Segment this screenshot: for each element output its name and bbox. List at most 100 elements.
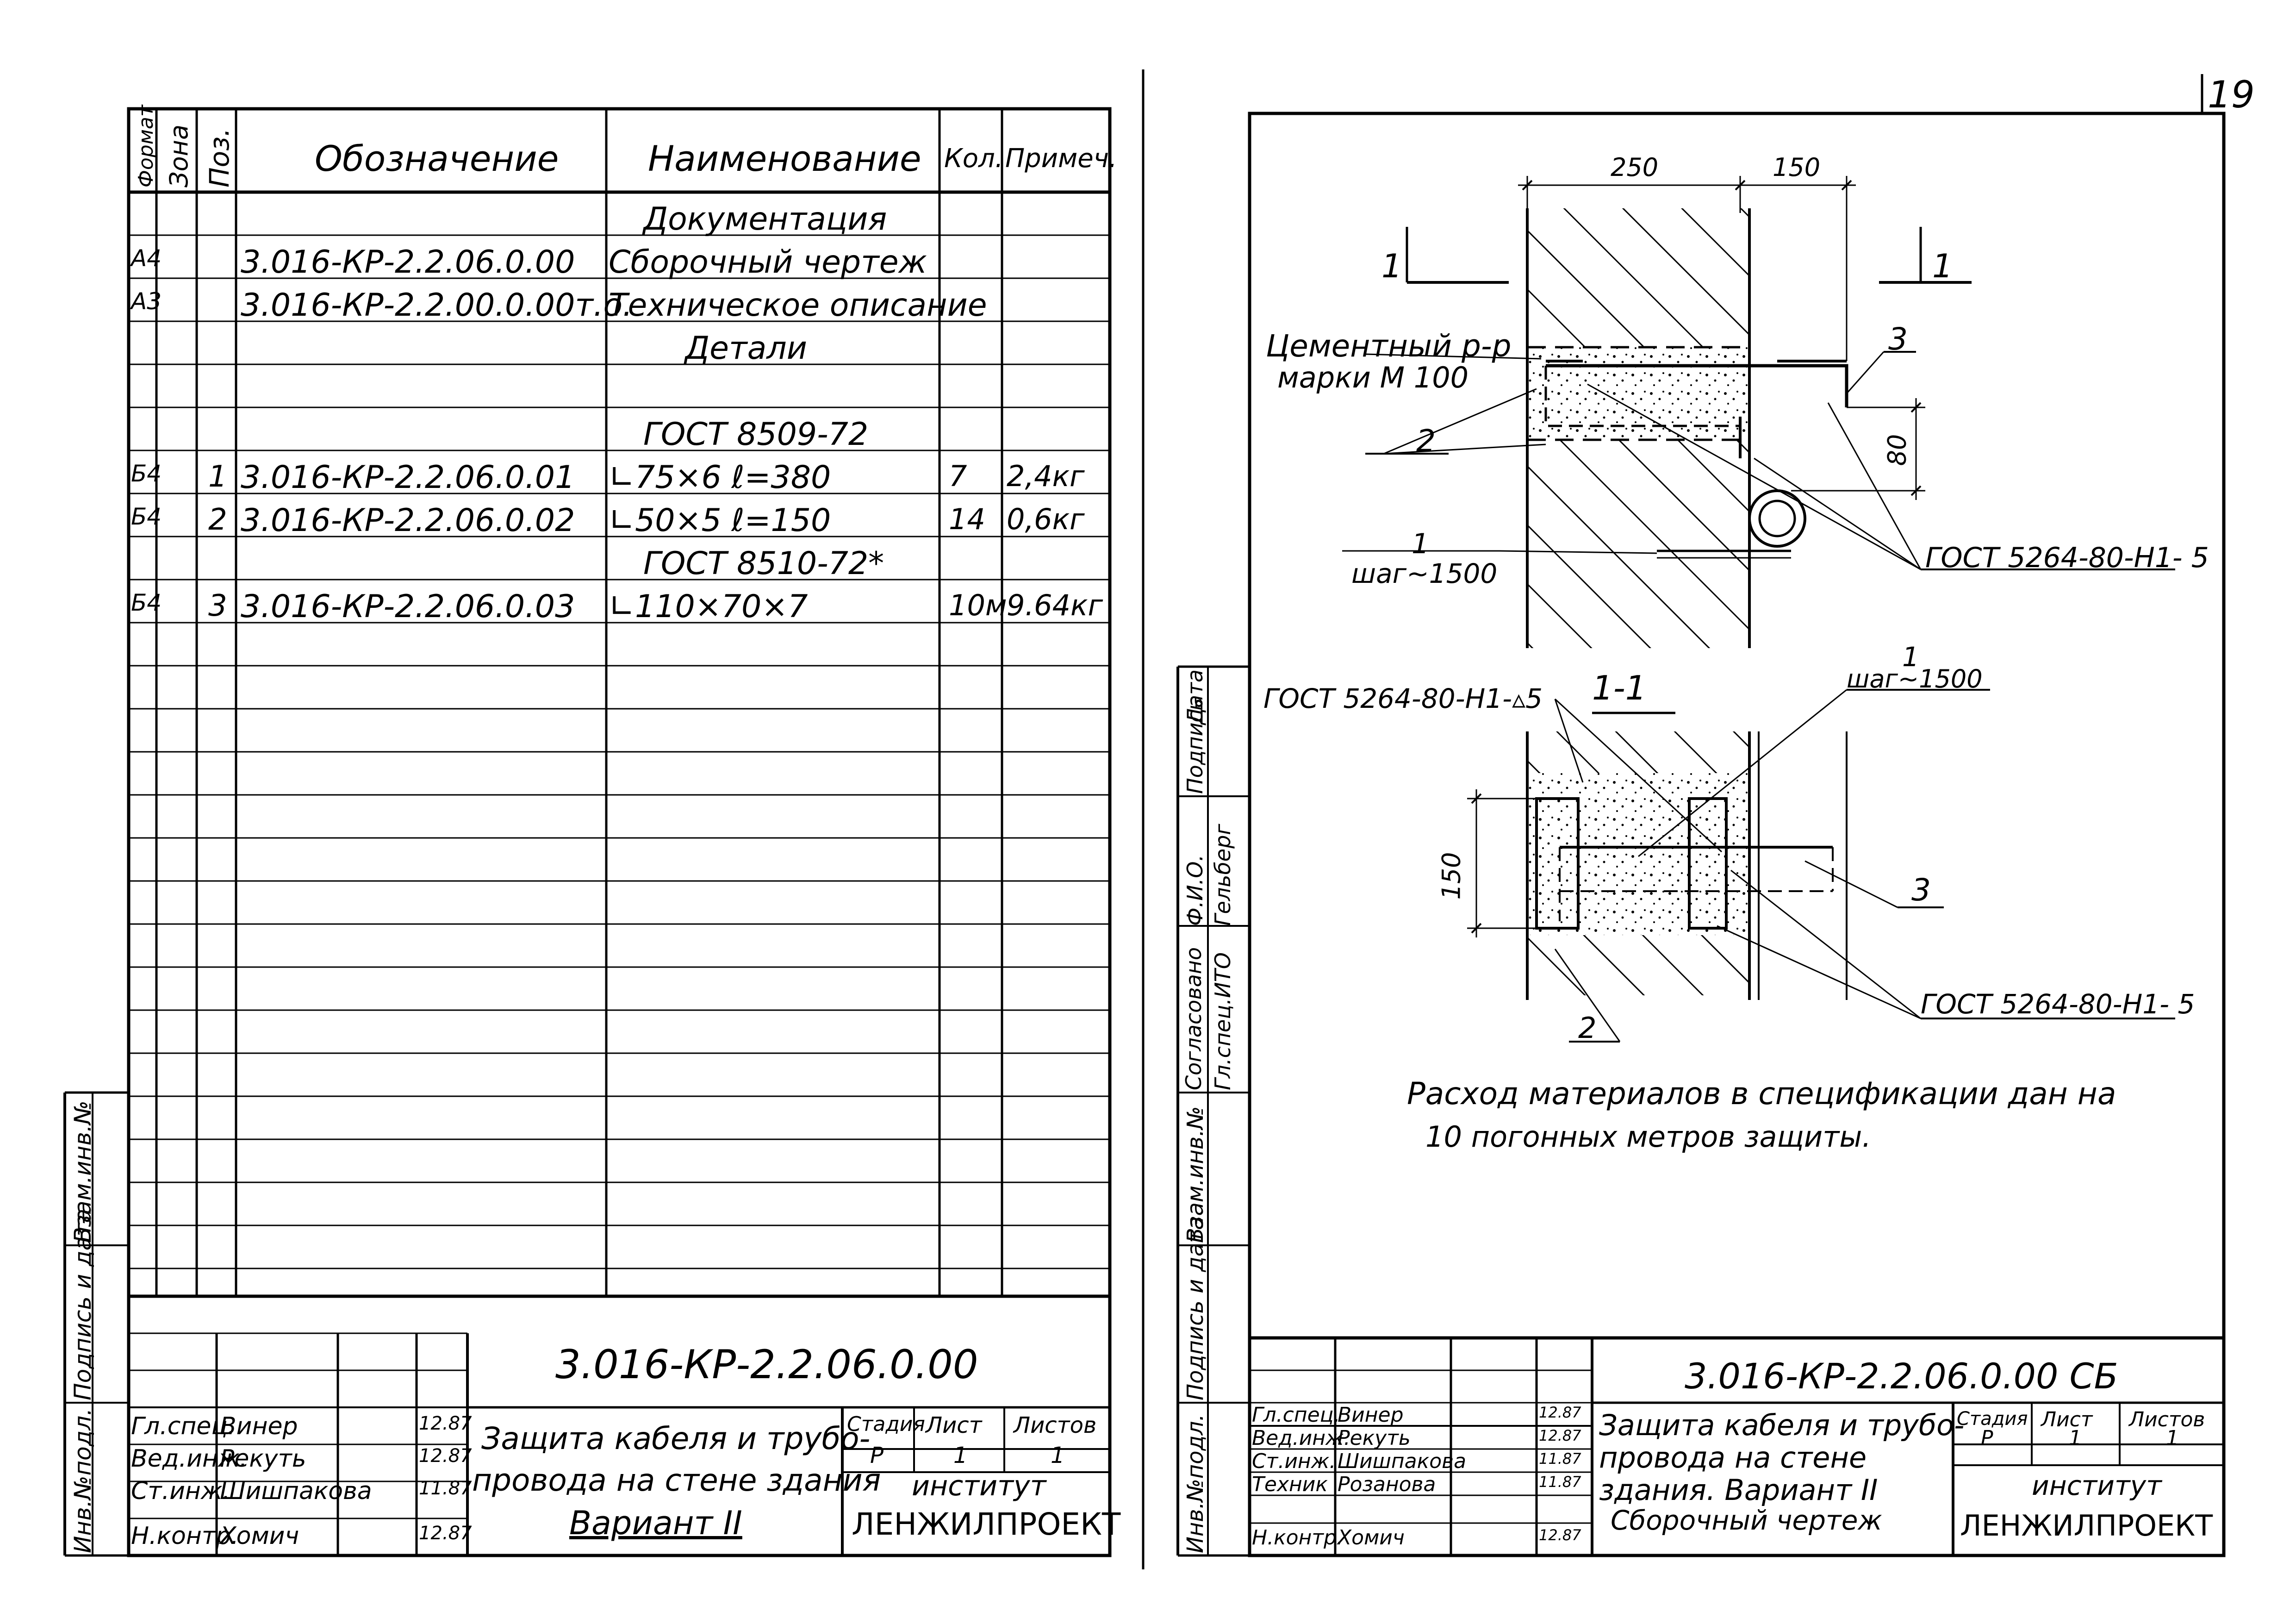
left-stamp-sheets-label: Листов (1014, 1412, 1097, 1438)
left-stamp-sheet-label: Лист (926, 1412, 982, 1438)
stamp-person-date: 12.87 (419, 1445, 472, 1467)
section-mark-right: 1 (1932, 247, 1953, 285)
spec-cell-name: Техническое описание (609, 287, 987, 324)
page-number: 19 (2208, 73, 2255, 116)
spec-cell-format: А4 (131, 245, 162, 272)
left-stamp-sheet: 1 (953, 1443, 968, 1468)
stamp-person-name: Винер (1338, 1403, 1404, 1427)
spec-cell-designation: 3.016-КР-2.2.06.0.02 (241, 502, 575, 539)
spec-cell-name: ∟110×70×7 (609, 588, 808, 625)
stamp-person-role: Гл.спец. (1252, 1403, 1340, 1427)
spec-row-lines (129, 234, 1110, 1269)
spec-cell-name: Детали (685, 330, 807, 367)
stamp-person-date: 12.87 (419, 1523, 472, 1544)
label-cement-1: Цементный р-р (1266, 328, 1512, 364)
right-stamp-title-1: Защита кабеля и трубо- (1599, 1408, 1965, 1442)
dim-150-section: 150 (1437, 852, 1466, 900)
left-sheet-frame (63, 107, 1112, 1557)
plan-label-gost: ГОСТ 5264-80-Н1- 5 (1925, 542, 2209, 574)
right-stamp-sheets-label: Листов (2129, 1408, 2205, 1431)
right-stamp-sheets: 1 (2166, 1426, 2179, 1450)
stamp-person-role: Техник (1252, 1473, 1328, 1496)
side-label-soglasovano: Согласовано (1181, 947, 1206, 1090)
section-label-pos1: 1 (1902, 641, 1919, 673)
spec-header-designation: Обозначение (315, 138, 559, 179)
right-stamp-title-4: Сборочный чертеж (1611, 1505, 1882, 1536)
section-label-gost-right: ГОСТ 5264-80-Н1- 5 (1921, 988, 2195, 1020)
right-stamp-stage-label: Стадия (1957, 1408, 2028, 1430)
spec-cell-pos: 2 (208, 503, 227, 537)
left-stamp-title-1: Защита кабеля и трубо- (481, 1421, 871, 1456)
left-stamp-org-1: институт (912, 1470, 1046, 1502)
right-stamp-title-2: провода на стене (1599, 1441, 1867, 1474)
spec-cell-name: Документация (643, 201, 887, 237)
spec-cell-format: А3 (131, 288, 162, 315)
right-stamp-stage: Р (1981, 1426, 1993, 1450)
section-label-pos2: 2 (1578, 1011, 1597, 1045)
spec-cell-pos: 3 (208, 589, 227, 623)
section-label-gost-left: ГОСТ 5264-80-Н1-▵5 (1263, 683, 1543, 714)
side-label-data: Дата (1182, 669, 1207, 725)
spec-cell-pos: 1 (208, 460, 227, 494)
spec-header-note: Примеч. (1005, 144, 1117, 174)
spec-cell-designation: 3.016-КР-2.2.00.0.00т.о. (241, 287, 633, 324)
note-line-1: Расход материалов в спецификации дан на (1407, 1076, 2116, 1112)
stamp-person-date: 11.87 (1539, 1450, 1581, 1468)
spec-cell-name: ГОСТ 8509-72 (643, 416, 869, 453)
side-label-fio-name: Гельберг (1210, 824, 1235, 926)
stamp-person-role: Вед.инж. (131, 1445, 248, 1473)
left-stamp-stage: Р (870, 1443, 884, 1468)
left-stamp-stage-label: Стадия (847, 1412, 925, 1436)
stamp-person-date: 12.87 (1539, 1427, 1581, 1444)
dim-150: 150 (1773, 153, 1821, 182)
right-stamp-sheet-label: Лист (2041, 1408, 2093, 1431)
right-stamp-org-1: институт (2032, 1470, 2162, 1501)
plan-label-pos2: 2 (1416, 423, 1436, 459)
side-label-r-vzam-inv: Взам.инв.№ (1182, 1106, 1208, 1243)
stamp-person-name: Шишпакова (220, 1477, 372, 1505)
right-stamp-grid (1250, 1336, 2224, 1555)
side-label-inv-podl: Инв.№подл. (69, 1408, 96, 1553)
right-stamp-sheet: 1 (2069, 1426, 2082, 1450)
plan-label-pos3: 3 (1888, 321, 1908, 357)
stamp-person-name: Шишпакова (1338, 1449, 1467, 1473)
stamp-person-date: 11.87 (419, 1478, 472, 1499)
left-stamp-sheets: 1 (1051, 1443, 1065, 1468)
spec-header-qty: Кол. (944, 144, 1003, 174)
right-stamp-code: 3.016-КР-2.2.06.0.00 СБ (1685, 1355, 2118, 1397)
label-cement-2: марки М 100 (1277, 361, 1469, 394)
spec-cell-format: Б4 (131, 503, 162, 530)
stamp-person-date: 12.87 (1539, 1526, 1581, 1544)
plan-label-pos1: 1 (1412, 528, 1430, 560)
section-label-step: шаг~1500 (1847, 664, 1983, 693)
stamp-person-role: Ст.инж. (1252, 1449, 1336, 1473)
section-1-1 (1467, 689, 2175, 1043)
spec-cell-designation: 3.016-КР-2.2.06.0.00 (241, 244, 575, 281)
stamp-person-date: 12.87 (1539, 1404, 1581, 1421)
spec-cell-name: ∟50×5 ℓ=150 (609, 502, 831, 539)
stamp-person-name: Рекуть (220, 1445, 306, 1473)
left-stamp-title-3: Вариант II (569, 1504, 742, 1542)
stamp-person-role: Вед.инж. (1252, 1426, 1350, 1450)
spec-table-grid (129, 109, 1110, 1296)
plan-view (1342, 176, 2175, 648)
spec-cell-designation: 3.016-КР-2.2.06.0.01 (241, 459, 575, 496)
right-sheet-frame (1176, 74, 2226, 1557)
spec-cell-designation: 3.016-КР-2.2.06.0.03 (241, 588, 575, 625)
side-label-fio: Ф.И.О. (1182, 854, 1207, 926)
left-stamp-org-2: ЛЕНЖИЛПРОЕКТ (852, 1506, 1121, 1542)
stamp-person-name: Винер (220, 1412, 298, 1440)
spec-cell-name: ГОСТ 8510-72* (643, 545, 884, 582)
spec-cell-name: ∟75×6 ℓ=380 (609, 459, 831, 496)
side-label-vzam-inv: Взам.инв.№ (69, 1100, 96, 1243)
spec-cell-qty: 10м (949, 588, 1007, 622)
stamp-person-name: Хомич (220, 1522, 299, 1550)
section-mark-left: 1 (1381, 247, 1402, 285)
right-stamp-title-3: здания. Вариант II (1599, 1473, 1878, 1507)
spec-header-zone: Зона (164, 124, 193, 187)
dim-80: 80 (1882, 434, 1912, 466)
stamp-person-name: Рекуть (1338, 1426, 1411, 1450)
stamp-person-name: Хомич (1338, 1526, 1405, 1549)
spec-cell-format: Б4 (131, 460, 162, 487)
